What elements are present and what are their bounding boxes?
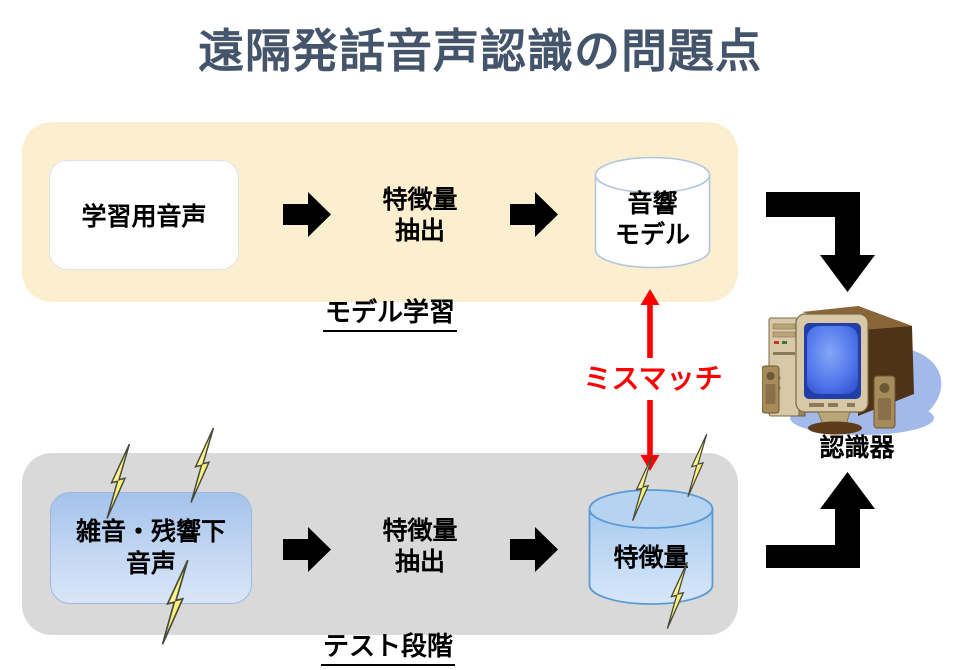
recognizer-label: 認識器	[819, 433, 895, 462]
training-speech-box: 学習用音声	[49, 160, 239, 270]
acoustic-model-label: 音響 モデル	[614, 189, 690, 250]
mismatch-arrow-icon	[640, 289, 660, 471]
acoustic-model-cylinder-icon	[594, 156, 711, 269]
arrow-right-icon	[510, 192, 558, 237]
lightning-icon	[687, 434, 708, 498]
lightning-icon	[161, 560, 189, 646]
feature-extraction-label-training: 特徴量 抽出	[382, 184, 458, 245]
training-stage-caption: モデル学習	[280, 292, 500, 332]
page-title: 遠隔発話音声認識の問題点	[198, 24, 762, 78]
features-db-label: 特徴量	[613, 543, 689, 572]
lightning-icon	[631, 456, 653, 522]
elbow-arrow-down-icon	[766, 192, 875, 292]
mismatch-label: ミスマッチ	[583, 362, 723, 395]
elbow-arrow-up-icon	[766, 472, 875, 568]
feature-extraction-label-test: 特徴量 抽出	[382, 515, 458, 576]
arrow-right-icon	[283, 192, 331, 237]
computer-icon	[762, 306, 942, 435]
arrow-right-icon	[510, 527, 558, 572]
test-stage-caption: テスト段階	[278, 626, 498, 666]
lightning-icon	[190, 428, 215, 504]
arrow-right-icon	[283, 527, 331, 572]
lightning-icon	[666, 562, 688, 630]
noisy-speech-box: 雑音・残響下 音声	[50, 492, 252, 604]
lightning-icon	[106, 444, 131, 520]
